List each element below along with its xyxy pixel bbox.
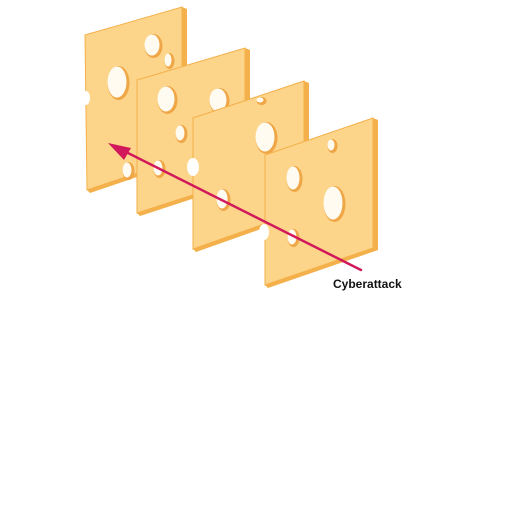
cheese-hole <box>144 34 160 56</box>
cheese-hole <box>122 162 132 178</box>
cheese-hole <box>107 66 127 98</box>
cheese-hole <box>286 166 300 190</box>
cheese-slice-4 <box>259 117 378 288</box>
cheese-hole <box>157 86 175 112</box>
cheese-notch <box>187 158 199 176</box>
cheese-notch <box>82 91 90 105</box>
attack-arrow-head <box>108 143 131 160</box>
attack-arrow <box>108 143 363 272</box>
cheese-hole <box>323 186 343 220</box>
cheese-slices <box>82 6 378 288</box>
cheese-hole <box>255 122 275 152</box>
cheese-hole <box>164 53 172 67</box>
cheese-hole <box>175 125 185 141</box>
cheese-notch <box>259 224 269 240</box>
cheese-hole <box>256 97 264 103</box>
cheese-hole <box>209 88 227 112</box>
cyberattack-label: Cyberattack <box>333 277 402 291</box>
attack-arrow-line <box>120 148 363 272</box>
cheese-hole <box>327 139 335 151</box>
